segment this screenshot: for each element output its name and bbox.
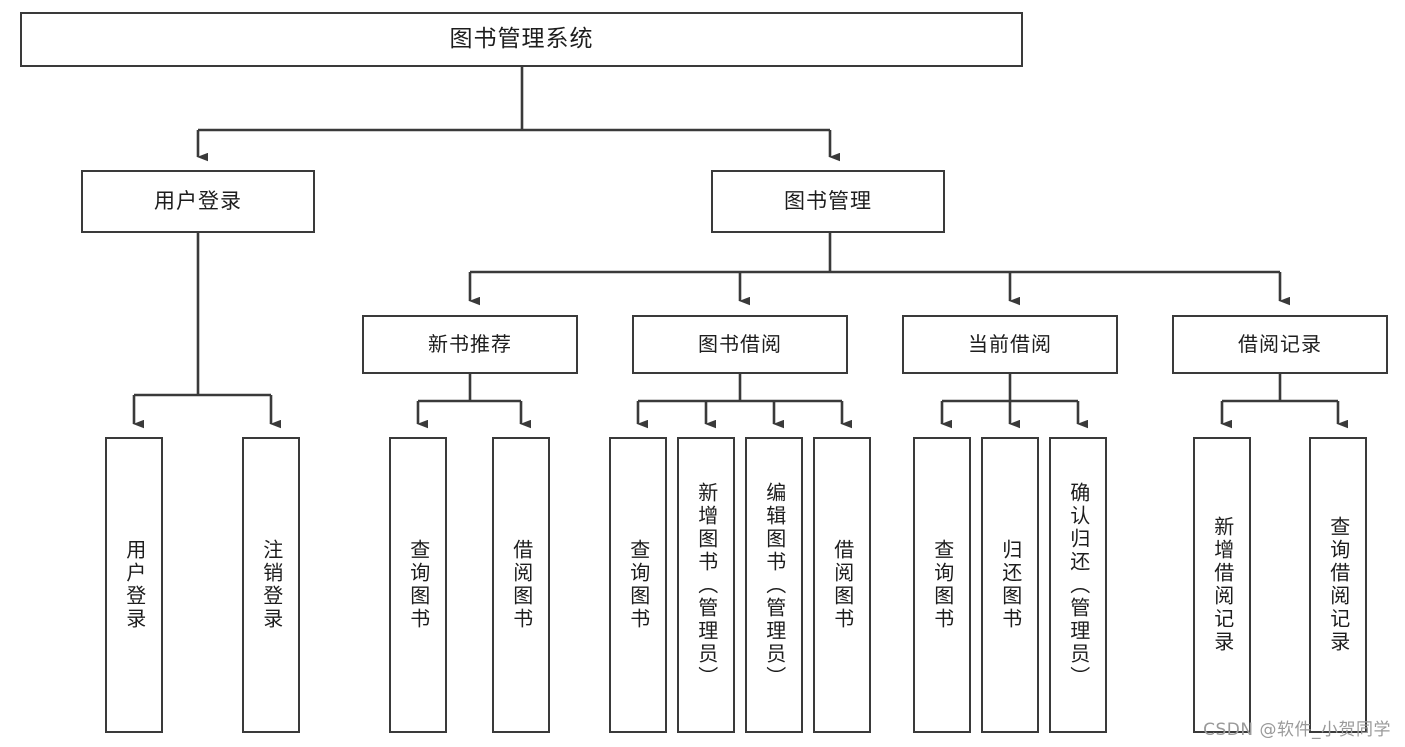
leaf-query-book-borrow[interactable]: 查询图书 [609, 437, 667, 733]
node-label: 新增图书（管理员） [694, 481, 719, 689]
leaf-return-book[interactable]: 归还图书 [981, 437, 1039, 733]
node-borrow-record[interactable]: 借阅记录 [1172, 315, 1388, 374]
node-user-login[interactable]: 用户登录 [81, 170, 315, 233]
leaf-query-book-recommend[interactable]: 查询图书 [389, 437, 447, 733]
node-label: 当前借阅 [968, 331, 1052, 356]
leaf-edit-book-admin[interactable]: 编辑图书（管理员） [745, 437, 803, 733]
leaf-add-book-admin[interactable]: 新增图书（管理员） [677, 437, 735, 733]
node-label: 查询借阅记录 [1326, 516, 1351, 654]
node-label: 借阅记录 [1238, 331, 1322, 356]
node-label: 新书推荐 [428, 331, 512, 356]
leaf-add-borrow-record[interactable]: 新增借阅记录 [1193, 437, 1251, 733]
node-label: 确认归还（管理员） [1066, 481, 1091, 689]
node-current-borrow[interactable]: 当前借阅 [902, 315, 1118, 374]
node-label: 归还图书 [998, 539, 1023, 631]
leaf-confirm-return-admin[interactable]: 确认归还（管理员） [1049, 437, 1107, 733]
node-label: 编辑图书（管理员） [762, 481, 787, 689]
node-label: 用户登录 [122, 539, 147, 631]
node-label: 图书借阅 [698, 331, 782, 356]
node-root-book-management-system[interactable]: 图书管理系统 [20, 12, 1023, 67]
node-label: 图书管理系统 [449, 25, 594, 52]
node-label: 注销登录 [259, 539, 284, 631]
leaf-borrow-book-borrow[interactable]: 借阅图书 [813, 437, 871, 733]
node-label: 图书管理 [784, 189, 872, 214]
node-label: 借阅图书 [509, 539, 534, 631]
node-book-borrow[interactable]: 图书借阅 [632, 315, 848, 374]
node-label: 新增借阅记录 [1210, 516, 1235, 654]
node-new-book-recommend[interactable]: 新书推荐 [362, 315, 578, 374]
leaf-borrow-book-recommend[interactable]: 借阅图书 [492, 437, 550, 733]
leaf-query-book-current[interactable]: 查询图书 [913, 437, 971, 733]
leaf-query-borrow-record[interactable]: 查询借阅记录 [1309, 437, 1367, 733]
node-label: 查询图书 [406, 539, 431, 631]
node-book-manage[interactable]: 图书管理 [711, 170, 945, 233]
node-label: 查询图书 [626, 539, 651, 631]
node-label: 用户登录 [154, 189, 242, 214]
leaf-logout-login[interactable]: 注销登录 [242, 437, 300, 733]
node-label: 查询图书 [930, 539, 955, 631]
node-label: 借阅图书 [830, 539, 855, 631]
leaf-user-login[interactable]: 用户登录 [105, 437, 163, 733]
